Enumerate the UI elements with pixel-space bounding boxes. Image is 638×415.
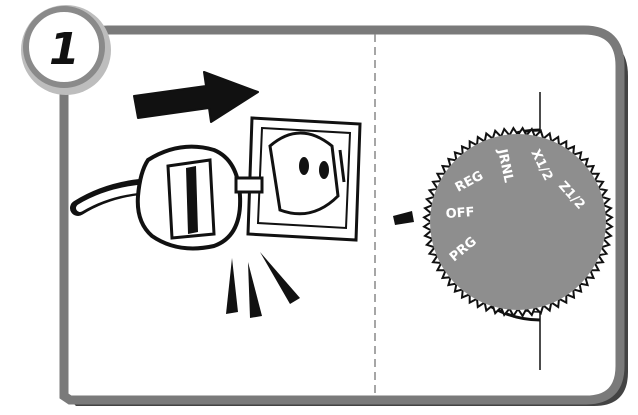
dial-label-off: OFF xyxy=(445,205,475,222)
dial-label-jrnl: JRNL xyxy=(494,147,516,184)
dial-pointer-icon xyxy=(393,211,414,225)
mode-dial: OFF REG PRG JRNL X1/2 Z1/2 xyxy=(393,92,614,370)
step-number: 1 xyxy=(49,24,80,75)
dial-knob-face xyxy=(430,134,606,310)
insert-arrow-icon xyxy=(133,71,259,123)
step-number-badge: 1 xyxy=(21,5,111,95)
power-plug-icon xyxy=(70,144,264,251)
motion-lines-icon xyxy=(226,252,300,318)
wall-socket-icon xyxy=(246,116,362,242)
